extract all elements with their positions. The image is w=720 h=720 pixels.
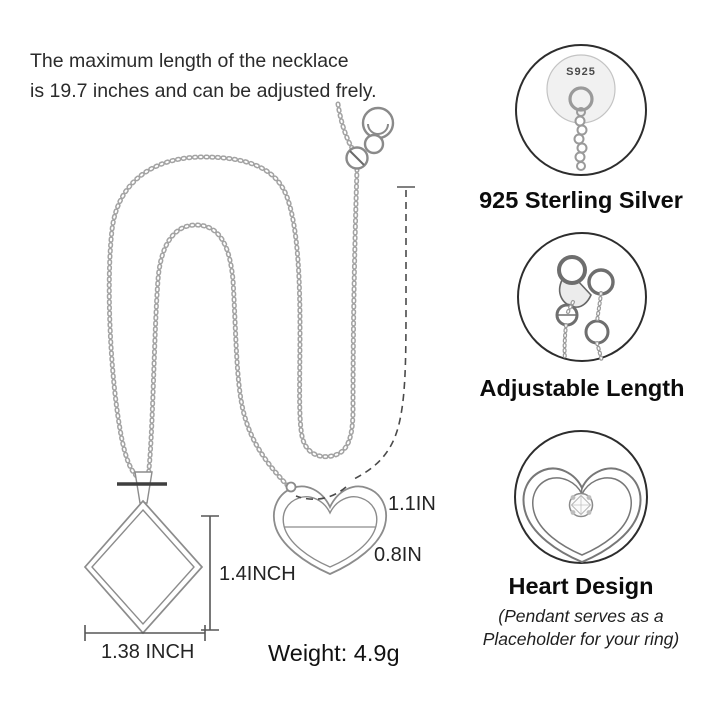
clasp-rings-icon — [345, 106, 395, 170]
feature-note-line-2: Placeholder for your ring) — [482, 629, 680, 649]
s925-stamp-text: S925 — [566, 66, 596, 78]
pendant-height-label: 1.4INCH — [219, 563, 296, 585]
max-length-description: The maximum length of the necklace is 19… — [30, 46, 377, 106]
gem-icon — [568, 492, 594, 518]
width-dimension-line — [84, 625, 206, 641]
feature-adjustable-length: Adjustable Length — [450, 230, 714, 402]
square-pendant — [83, 471, 204, 635]
heart-width-label: 1.1IN — [388, 493, 436, 515]
length-guide-dashed-line — [351, 186, 415, 481]
necklace-chain — [109, 104, 357, 486]
s925-round-tag-icon: S925 — [515, 44, 647, 176]
feature-title-adjustable-length: Adjustable Length — [479, 375, 685, 401]
feature-note-line-1: (Pendant serves as a — [498, 606, 664, 626]
height-dimension-line — [201, 515, 219, 631]
weight-label: Weight: 4.9g — [268, 640, 400, 666]
description-line-1: The maximum length of the necklace — [30, 50, 349, 72]
feature-title-heart-design: Heart Design — [508, 573, 654, 599]
heart-depth-label: 0.8IN — [374, 544, 422, 566]
feature-note: (Pendant serves as a Placeholder for you… — [483, 605, 679, 651]
lobster-clasp-icon — [517, 232, 647, 364]
description-line-2: is 19.7 inches and can be adjusted frely… — [30, 80, 377, 102]
tag-chain — [573, 115, 588, 171]
heart-pendant — [273, 481, 387, 575]
feature-heart-design: Heart Design (Pendant serves as a Placeh… — [443, 428, 719, 651]
necklace-illustration — [83, 0, 415, 641]
pendant-width-label: 1.38 INCH — [101, 641, 195, 663]
heart-pendant-gem-icon — [514, 430, 648, 564]
feature-title-sterling-silver: 925 Sterling Silver — [479, 187, 683, 213]
feature-sterling-silver: S925 925 Sterling Silver — [449, 42, 713, 214]
